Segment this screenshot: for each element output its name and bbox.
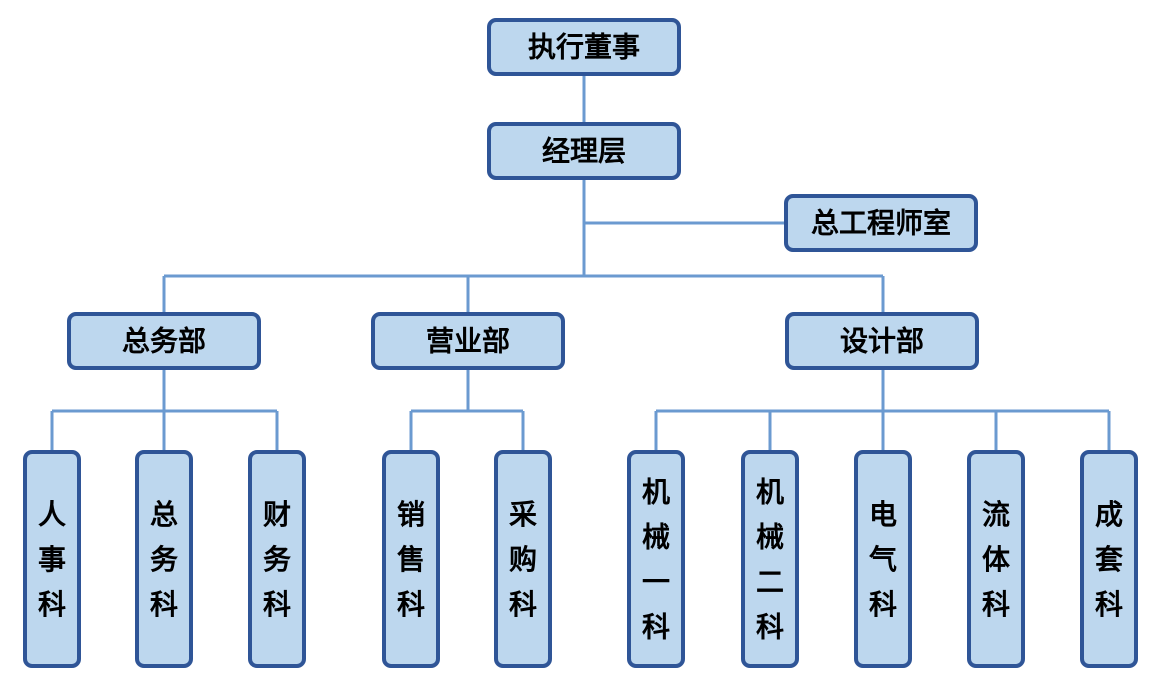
node-dept-1: 营业部 xyxy=(371,312,565,370)
node-section: 成套科 xyxy=(1080,450,1138,668)
node-section: 人事科 xyxy=(23,450,81,668)
section-label: 销售科 xyxy=(397,498,425,621)
node-section: 电气科 xyxy=(854,450,912,668)
node-section: 总务科 xyxy=(135,450,193,668)
node-root: 执行董事 xyxy=(487,18,681,76)
dept-label: 营业部 xyxy=(426,325,510,358)
node-section: 流体科 xyxy=(967,450,1025,668)
node-manager-label: 经理层 xyxy=(542,135,626,168)
node-section: 财务科 xyxy=(248,450,306,668)
section-label: 总务科 xyxy=(150,498,178,621)
dept-label: 总务部 xyxy=(122,325,206,358)
sections: 人事科 总务科 财务科 销售科 采购科 机械一科 机械二科 电气科 流体科 成套… xyxy=(23,450,1138,668)
node-staff: 总工程师室 xyxy=(784,194,978,252)
section-label: 电气科 xyxy=(868,498,897,621)
section-label: 成套科 xyxy=(1095,498,1124,621)
node-staff-label: 总工程师室 xyxy=(811,207,951,240)
node-dept-2: 设计部 xyxy=(785,312,979,370)
node-section: 机械二科 xyxy=(741,450,799,668)
section-label: 人事科 xyxy=(38,498,66,621)
node-section: 机械一科 xyxy=(627,450,685,668)
node-dept-0: 总务部 xyxy=(67,312,261,370)
node-section: 采购科 xyxy=(494,450,552,668)
connectors xyxy=(50,74,1111,452)
section-label: 流体科 xyxy=(982,498,1011,621)
node-manager: 经理层 xyxy=(487,122,681,180)
dept-label: 设计部 xyxy=(840,325,924,358)
section-label: 机械一科 xyxy=(642,475,670,643)
node-section: 销售科 xyxy=(382,450,440,668)
section-label: 采购科 xyxy=(509,498,537,621)
section-label: 财务科 xyxy=(263,498,291,621)
section-label: 机械二科 xyxy=(756,475,784,643)
node-root-label: 执行董事 xyxy=(528,31,640,64)
